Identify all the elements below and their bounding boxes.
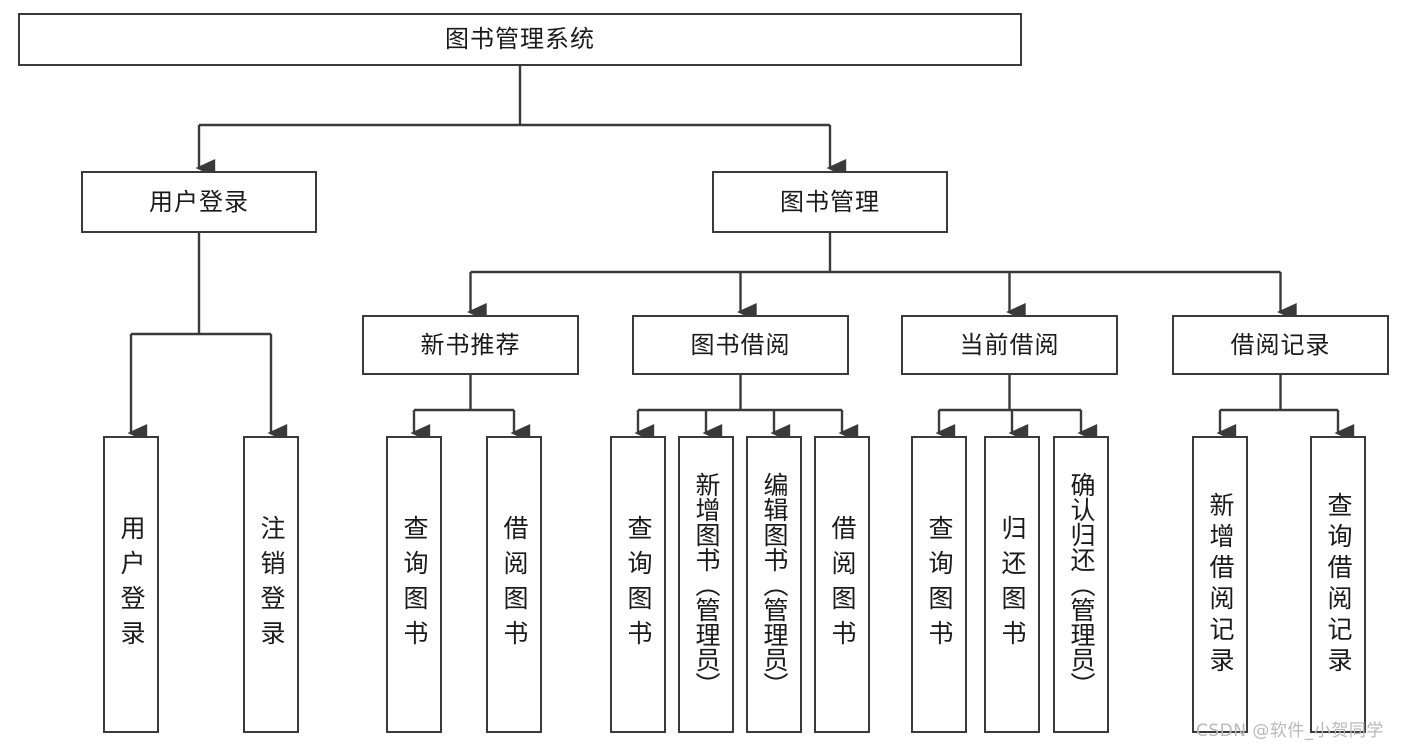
node-leaf-新增图书管理员-5: 新增图书（管理员） bbox=[678, 436, 734, 733]
node-leaf-借阅图书-7-label: 借阅图书 bbox=[828, 514, 857, 655]
node-leaf-确认归还管理员-10-label: 确认归还（管理员） bbox=[1067, 472, 1096, 697]
node-root-图书管理系统-label: 图书管理系统 bbox=[445, 25, 595, 54]
node-leaf-新增借阅记录-11: 新增借阅记录 bbox=[1192, 436, 1248, 733]
node-l3-借阅记录-label: 借阅记录 bbox=[1230, 330, 1331, 359]
node-l2-用户登录: 用户登录 bbox=[81, 171, 317, 233]
node-leaf-借阅图书-3-label: 借阅图书 bbox=[500, 514, 529, 655]
node-leaf-新增借阅记录-11-label: 新增借阅记录 bbox=[1206, 491, 1235, 678]
node-leaf-查询图书-8: 查询图书 bbox=[911, 436, 967, 733]
node-leaf-用户登录-0-label: 用户登录 bbox=[117, 514, 146, 655]
node-leaf-查询借阅记录-12-label: 查询借阅记录 bbox=[1324, 491, 1353, 678]
node-leaf-用户登录-0: 用户登录 bbox=[103, 436, 159, 733]
node-leaf-编辑图书管理员-6: 编辑图书（管理员） bbox=[746, 436, 802, 733]
node-l2-用户登录-label: 用户登录 bbox=[149, 187, 249, 216]
node-l2-图书管理: 图书管理 bbox=[712, 171, 948, 233]
node-l3-新书推荐-label: 新书推荐 bbox=[420, 330, 521, 359]
node-leaf-查询图书-2-label: 查询图书 bbox=[400, 514, 429, 655]
node-leaf-借阅图书-3: 借阅图书 bbox=[486, 436, 542, 733]
node-leaf-归还图书-9: 归还图书 bbox=[984, 436, 1040, 733]
node-leaf-归还图书-9-label: 归还图书 bbox=[998, 514, 1027, 655]
node-l3-借阅记录: 借阅记录 bbox=[1172, 315, 1389, 375]
csdn-watermark: CSDN @软件_小贺同学 bbox=[1196, 721, 1384, 741]
node-leaf-查询图书-8-label: 查询图书 bbox=[925, 514, 954, 655]
node-leaf-注销登录-1-label: 注销登录 bbox=[257, 514, 286, 655]
node-root-图书管理系统: 图书管理系统 bbox=[18, 13, 1022, 66]
node-l3-新书推荐: 新书推荐 bbox=[362, 315, 579, 375]
node-leaf-确认归还管理员-10: 确认归还（管理员） bbox=[1053, 436, 1109, 733]
node-leaf-查询图书-4: 查询图书 bbox=[610, 436, 666, 733]
node-leaf-借阅图书-7: 借阅图书 bbox=[814, 436, 870, 733]
node-l3-图书借阅-label: 图书借阅 bbox=[690, 330, 791, 359]
node-l3-图书借阅: 图书借阅 bbox=[632, 315, 849, 375]
node-leaf-查询图书-4-label: 查询图书 bbox=[624, 514, 653, 655]
node-leaf-新增图书管理员-5-label: 新增图书（管理员） bbox=[692, 472, 721, 697]
node-l3-当前借阅: 当前借阅 bbox=[901, 315, 1118, 375]
node-leaf-查询借阅记录-12: 查询借阅记录 bbox=[1310, 436, 1366, 733]
node-leaf-查询图书-2: 查询图书 bbox=[386, 436, 442, 733]
node-l2-图书管理-label: 图书管理 bbox=[780, 187, 880, 216]
node-l3-当前借阅-label: 当前借阅 bbox=[959, 330, 1060, 359]
node-leaf-注销登录-1: 注销登录 bbox=[243, 436, 299, 733]
node-leaf-编辑图书管理员-6-label: 编辑图书（管理员） bbox=[760, 472, 789, 697]
